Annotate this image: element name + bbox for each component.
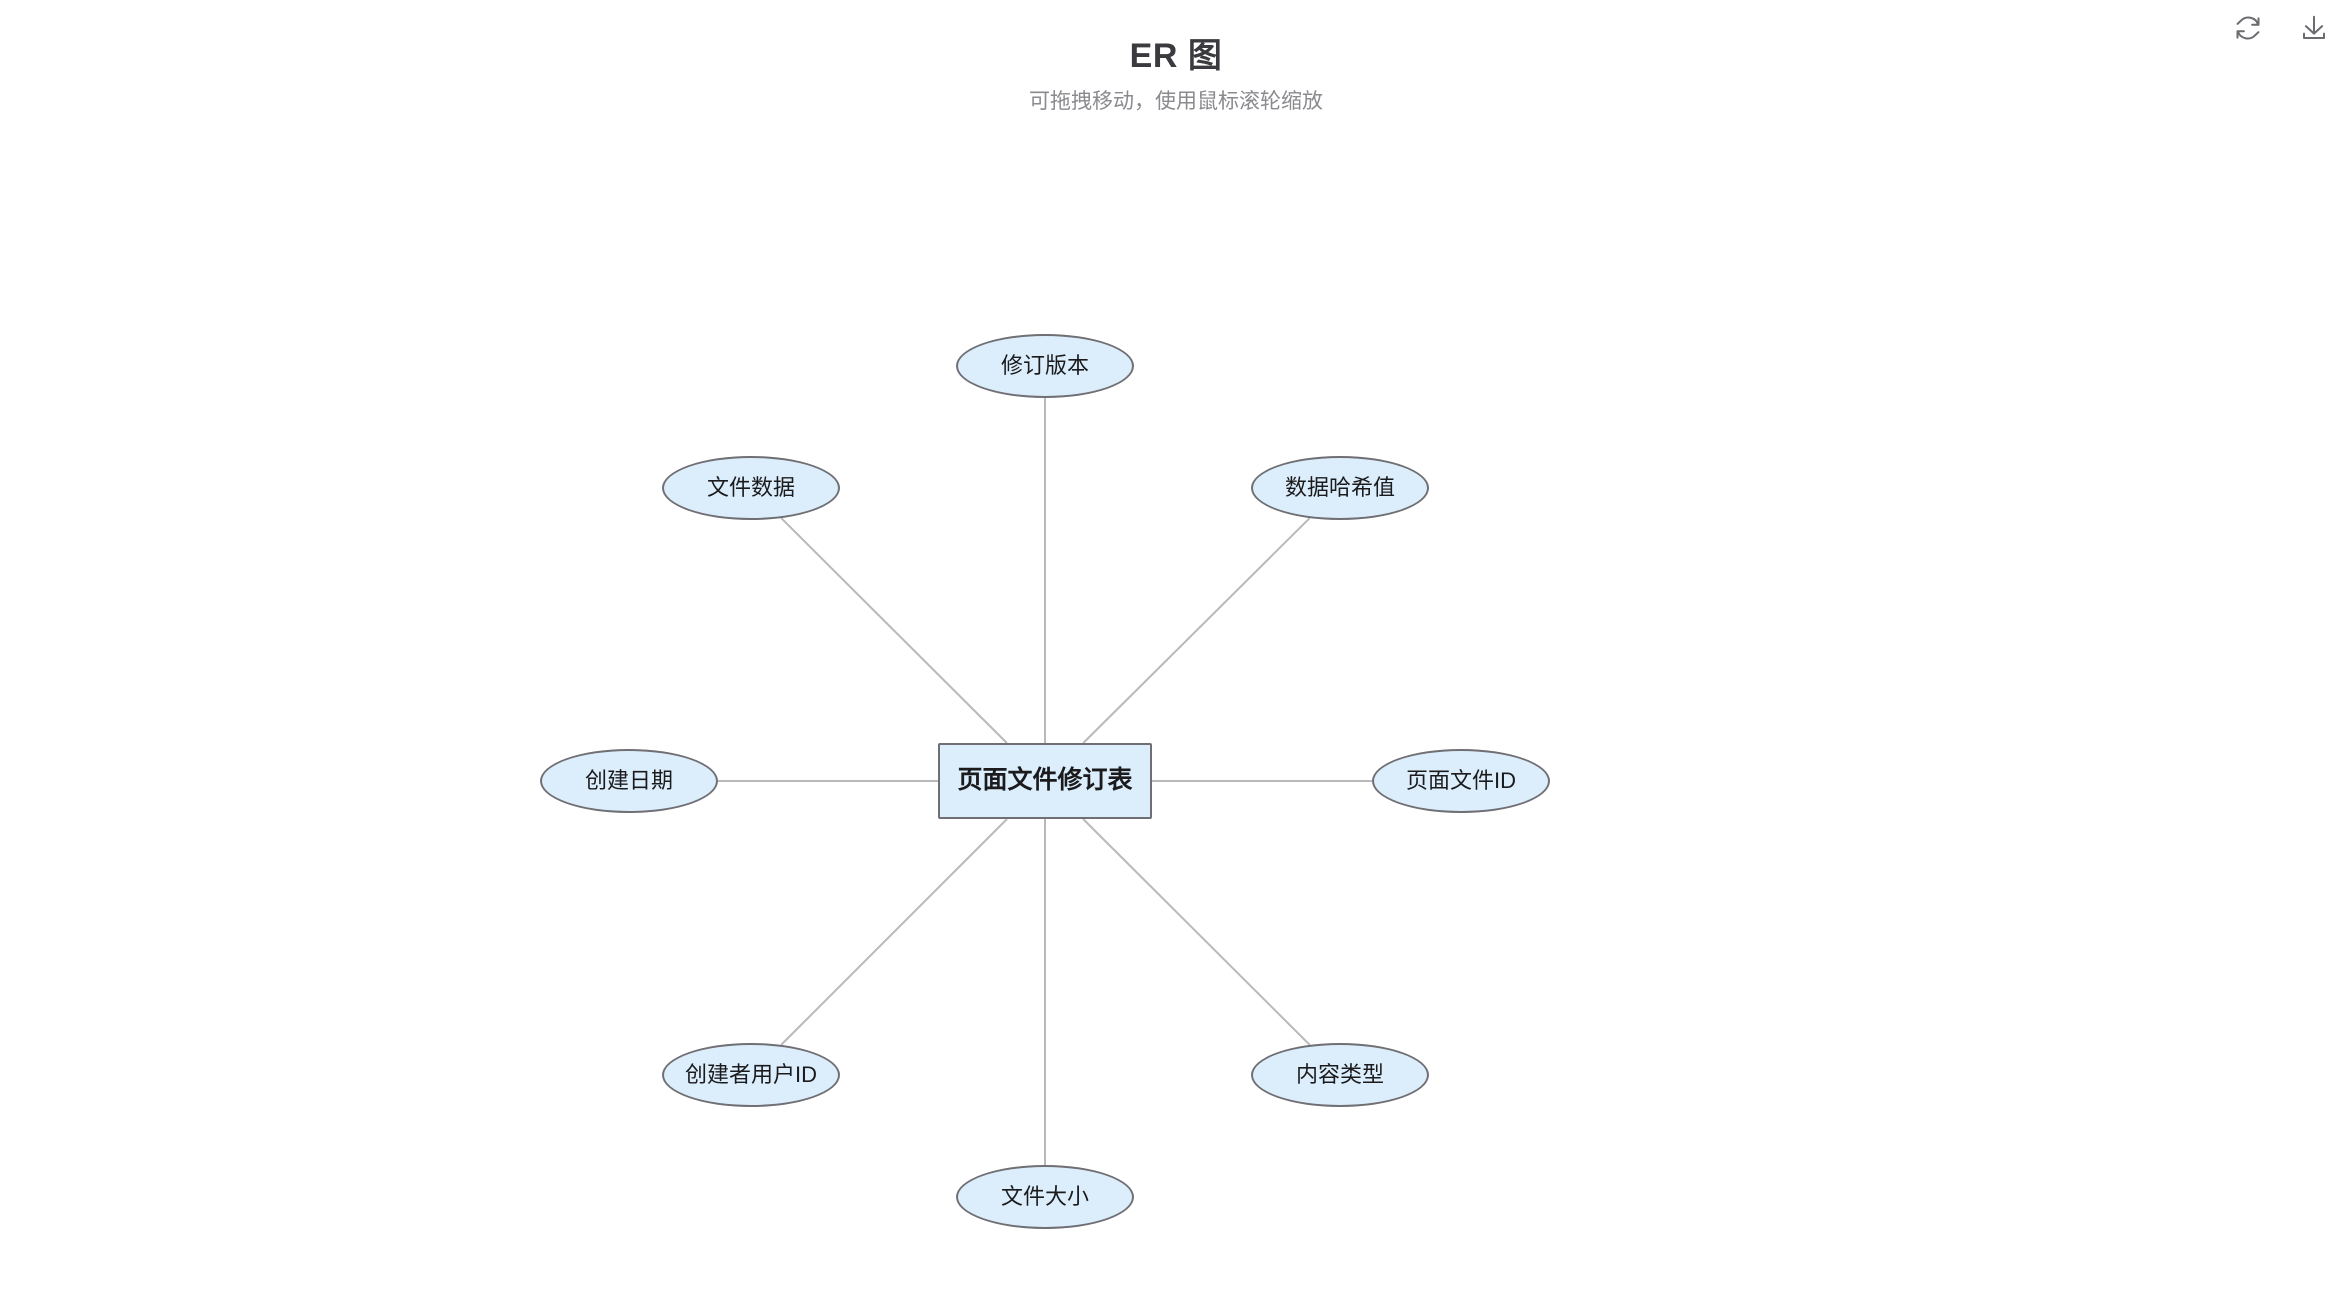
- attribute-node[interactable]: 数据哈希值: [1251, 456, 1429, 520]
- download-button[interactable]: [2294, 8, 2334, 48]
- attribute-node[interactable]: 创建日期: [540, 749, 718, 813]
- diagram-toolbar: [2228, 8, 2334, 48]
- download-icon: [2299, 13, 2329, 43]
- diagram-edge: [1082, 818, 1311, 1046]
- reset-view-button[interactable]: [2228, 8, 2268, 48]
- attribute-node-label: 文件大小: [1000, 1183, 1089, 1209]
- attribute-node[interactable]: 创建者用户ID: [662, 1043, 840, 1107]
- attribute-node[interactable]: 修订版本: [956, 334, 1134, 398]
- diagram-edge: [780, 818, 1008, 1046]
- attribute-node[interactable]: 内容类型: [1251, 1043, 1429, 1107]
- entity-node[interactable]: 页面文件修订表: [938, 743, 1152, 819]
- attribute-node-label: 文件数据: [706, 474, 795, 500]
- attribute-node-label: 内容类型: [1295, 1061, 1384, 1087]
- attribute-node-label: 创建日期: [584, 767, 673, 793]
- reset-view-icon: [2233, 13, 2263, 43]
- attribute-node-label: 创建者用户ID: [684, 1061, 817, 1087]
- diagram-edge: [780, 517, 1008, 744]
- attribute-node[interactable]: 页面文件ID: [1372, 749, 1550, 813]
- attribute-node[interactable]: 文件数据: [662, 456, 840, 520]
- diagram-edge: [1082, 517, 1311, 744]
- entity-node-label: 页面文件修订表: [957, 766, 1133, 795]
- attribute-node-label: 修订版本: [1000, 352, 1089, 378]
- attribute-node-label: 页面文件ID: [1405, 767, 1516, 793]
- attribute-node-label: 数据哈希值: [1284, 474, 1395, 500]
- attribute-node[interactable]: 文件大小: [956, 1165, 1134, 1229]
